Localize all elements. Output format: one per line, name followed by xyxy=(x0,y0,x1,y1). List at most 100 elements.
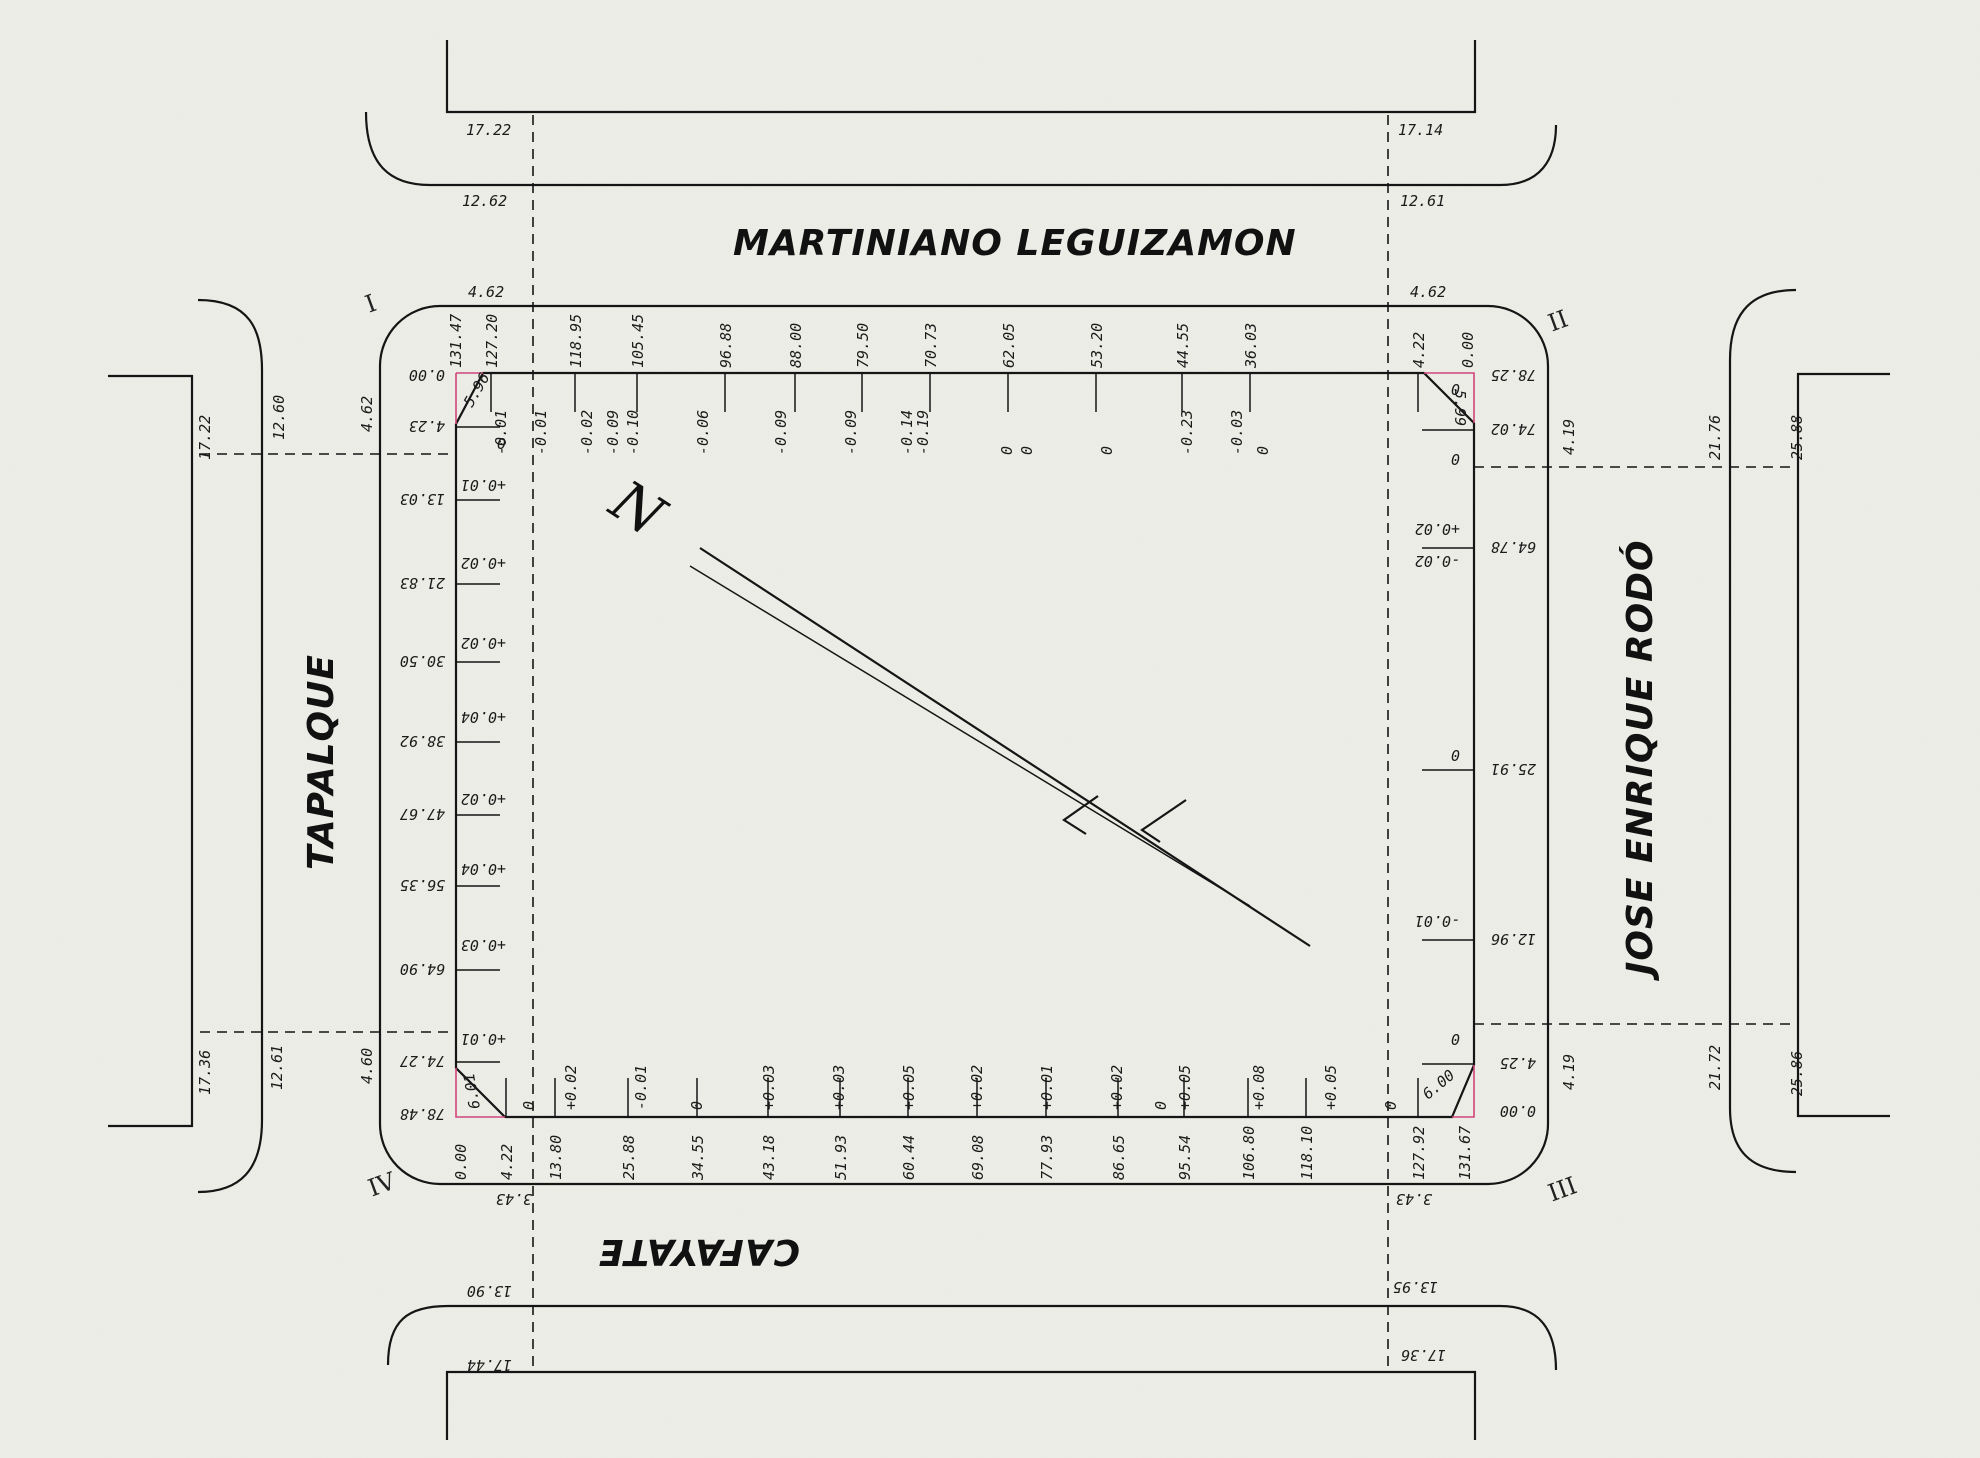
left-offset-label: +0.01 xyxy=(461,476,506,494)
v-left-top-b: 12.60 xyxy=(270,395,288,440)
right-ticks: 78.2574.0264.7825.9112.964.250.0000+0.02… xyxy=(1415,366,1536,1120)
top-offset-label: -0.10 xyxy=(624,410,642,455)
bottom-chainage-label: 43.18 xyxy=(760,1135,778,1180)
right-chainage-label: 25.91 xyxy=(1491,760,1536,778)
top-corner-right: 5.99 xyxy=(1451,390,1469,426)
v-left-top-c: 4.62 xyxy=(358,396,376,432)
left-chainage-label: 78.48 xyxy=(400,1105,445,1123)
v-bot-left-b: 13.90 xyxy=(467,1282,512,1300)
bottom-chainage-label: 95.54 xyxy=(1176,1135,1194,1180)
top-chainage-label: 118.95 xyxy=(567,314,585,368)
left-ticks: 0.004.2313.0321.8330.5038.9247.6756.3564… xyxy=(400,366,506,1123)
top-offset-label: 0 xyxy=(1098,446,1116,455)
left-chainage-label: 21.83 xyxy=(400,574,445,592)
top-chainage-label: 88.00 xyxy=(787,323,805,368)
top-offset-label: -0.06 xyxy=(694,410,712,455)
top-chainage-label: 131.47 xyxy=(447,314,465,368)
top-chainage-label: 0.00 xyxy=(1459,332,1477,368)
bottom-offset-label: +0.05 xyxy=(1176,1065,1194,1110)
right-offset-label: -0.02 xyxy=(1415,552,1460,570)
left-chainage-label: 38.92 xyxy=(400,732,446,750)
top-chainage-label: 127.20 xyxy=(483,314,501,368)
right-chainage-label: 78.25 xyxy=(1491,366,1536,384)
bottom-chainage-label: 77.93 xyxy=(1038,1135,1056,1180)
bottom-chainage-label: 51.93 xyxy=(832,1135,850,1180)
bottom-chainage-label: 4.22 xyxy=(498,1144,516,1180)
bottom-offset-label: 0 xyxy=(520,1101,538,1110)
v-top-left-mid: 12.62 xyxy=(462,192,507,210)
left-offset-label: +0.04 xyxy=(461,860,506,878)
right-chainage-label: 74.02 xyxy=(1491,420,1536,438)
reference-lines xyxy=(200,115,1798,1372)
top-offset-label: -0.01 xyxy=(492,410,510,455)
left-offset-label: 0 xyxy=(497,434,506,452)
top-offset-label: 0 xyxy=(1018,446,1036,455)
top-offset-label: -0.09 xyxy=(604,410,622,455)
v-bot-right-b: 13.95 xyxy=(1393,1278,1438,1296)
v-right-bot-c: 25.86 xyxy=(1788,1051,1806,1096)
right-offset-label: 0 xyxy=(1451,746,1460,764)
bottom-chainage-label: 118.10 xyxy=(1298,1126,1316,1180)
left-offset-label: +0.01 xyxy=(461,1030,506,1048)
bottom-offset-label: 0 xyxy=(688,1101,706,1110)
left-chainage-label: 64.90 xyxy=(400,960,445,978)
bottom-corner-left: 6.01 xyxy=(460,1072,484,1111)
south-curb xyxy=(386,1304,1558,1371)
left-offset-label: +0.02 xyxy=(461,634,506,652)
v-left-bot-c: 4.60 xyxy=(358,1048,376,1084)
grid-values: 17.22 12.62 4.62 17.14 12.61 4.62 17.22 … xyxy=(196,121,1806,1374)
bottom-chainage-label: 127.92 xyxy=(1410,1126,1428,1180)
bottom-chainage-label: 0.00 xyxy=(452,1144,470,1180)
street-south: CAFAYATE xyxy=(598,1231,800,1272)
v-top-left-upper: 17.22 xyxy=(466,121,511,139)
v-right-top-a: 4.19 xyxy=(1560,419,1578,455)
street-west: TAPALQUE xyxy=(301,654,342,870)
north-curb xyxy=(364,111,1558,187)
top-offset-label: -0.01 xyxy=(532,410,550,455)
right-chainage-label: 64.78 xyxy=(1491,538,1536,556)
north-block xyxy=(445,40,1477,114)
left-chainage-label: 30.50 xyxy=(400,652,446,670)
v-bot-left-a: 3.43 xyxy=(496,1190,533,1208)
bottom-offset-label: +0.01 xyxy=(1038,1065,1056,1110)
left-offset-label: +0.04 xyxy=(461,708,506,726)
v-top-right-mid: 12.61 xyxy=(1400,192,1445,210)
bottom-chainage-label: 60.44 xyxy=(900,1135,918,1180)
bottom-offset-label: +0.02 xyxy=(968,1065,986,1110)
bottom-chainage-label: 34.55 xyxy=(689,1135,707,1181)
right-offset-label: 0 xyxy=(1451,450,1460,468)
v-top-left-low: 4.62 xyxy=(468,283,504,301)
top-chainage-label: 70.73 xyxy=(922,323,940,368)
top-offset-label: -0.23 xyxy=(1178,410,1196,455)
top-offset-label: -0.19 xyxy=(914,410,932,455)
bottom-chainage-label: 106.80 xyxy=(1240,1126,1258,1180)
left-chainage-label: 56.35 xyxy=(400,876,445,894)
top-chainage-label: 53.20 xyxy=(1088,323,1106,368)
west-curb xyxy=(197,298,264,1194)
v-bot-right-a: 3.43 xyxy=(1396,1190,1433,1208)
street-north: MARTINIANO LEGUIZAMON xyxy=(733,223,1297,264)
bottom-offset-label: 0 xyxy=(1382,1101,1400,1110)
top-offset-label: -0.09 xyxy=(842,410,860,455)
left-chainage-label: 47.67 xyxy=(400,805,445,823)
bottom-offset-label: +0.05 xyxy=(1322,1065,1340,1110)
bottom-offset-label: +0.02 xyxy=(1108,1065,1126,1110)
left-chainage-label: 13.03 xyxy=(400,490,445,508)
lot-outline xyxy=(454,371,1476,1119)
top-chainage-label: 44.55 xyxy=(1174,323,1192,368)
bottom-chainage-label: 86.65 xyxy=(1110,1135,1128,1180)
bottom-offset-label: +0.03 xyxy=(760,1065,778,1110)
top-chainage-label: 96.88 xyxy=(717,323,735,368)
south-block xyxy=(445,1370,1477,1440)
right-offset-label: 0 xyxy=(1451,380,1460,398)
top-offset-label: 0 xyxy=(998,446,1016,455)
east-curb xyxy=(1728,288,1797,1174)
left-chainage-label: 4.23 xyxy=(409,417,445,435)
west-block xyxy=(108,374,194,1128)
left-offset-label: +0.02 xyxy=(461,790,506,808)
bottom-chainage-label: 13.80 xyxy=(547,1135,565,1180)
